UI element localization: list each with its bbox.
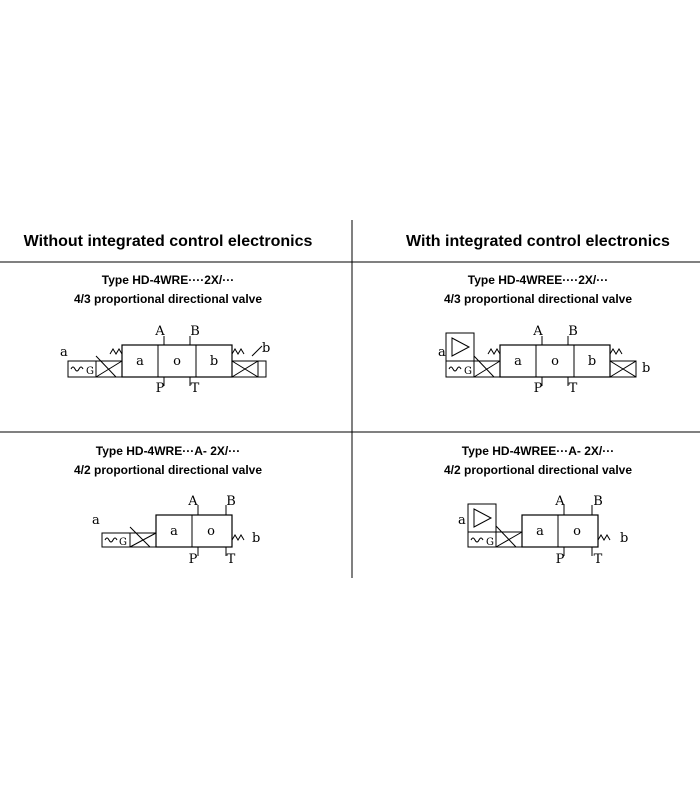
- port-p-label: P: [556, 552, 565, 567]
- solenoid-b-label: b: [642, 361, 650, 376]
- coil-a-label: G: [464, 366, 472, 377]
- coil-a-icon: [104, 537, 118, 543]
- port-p-label: P: [189, 552, 198, 567]
- position-b: b: [210, 354, 218, 369]
- coil-a-icon: [470, 537, 484, 543]
- position-a: a: [536, 524, 544, 539]
- position-0: o: [551, 354, 559, 369]
- cell-1-type: Type HD-4WRE····2X/···: [102, 273, 234, 287]
- actuator-b-box: [609, 360, 637, 378]
- header-right: With integrated control electronics: [406, 233, 670, 250]
- coil-a-label: G: [486, 537, 494, 548]
- solenoid-b-label: b: [252, 531, 260, 546]
- port-p-label: P: [156, 381, 165, 396]
- port-a-label: A: [187, 494, 198, 509]
- proportional-arrow-a-icon: [95, 355, 123, 378]
- port-t-label: T: [227, 552, 236, 567]
- cell-1-desc: 4/3 proportional directional valve: [74, 292, 262, 306]
- port-t-label: T: [594, 552, 603, 567]
- coil-a-icon: [70, 366, 84, 372]
- spring-a-icon: [109, 348, 123, 355]
- proportional-arrow-b-icon: [231, 360, 259, 378]
- spring-b-icon: [231, 348, 245, 355]
- amplifier-triangle-icon: [451, 337, 471, 357]
- symbol-4-2-with-electronics: a G a o A B P T b: [458, 494, 628, 567]
- proportional-arrow-a-icon: [473, 355, 501, 378]
- coil-a-label: G: [86, 366, 94, 377]
- solenoid-a-label: a: [458, 513, 466, 528]
- position-0: o: [207, 524, 215, 539]
- actuator-b-slash: [251, 345, 263, 357]
- solenoid-a-label: a: [438, 345, 446, 360]
- position-0: o: [173, 354, 181, 369]
- position-a: a: [514, 354, 522, 369]
- position-a: a: [170, 524, 178, 539]
- port-a-label: A: [154, 324, 165, 339]
- position-b: b: [588, 354, 596, 369]
- spring-a-icon: [487, 348, 501, 355]
- valve-body: [521, 514, 599, 548]
- spring-b-icon: [609, 348, 623, 355]
- port-t-label: T: [191, 381, 200, 396]
- coil-a-label: G: [119, 537, 127, 548]
- port-b-label: B: [568, 324, 578, 339]
- port-p-label: P: [534, 381, 543, 396]
- port-b-label: B: [593, 494, 603, 509]
- proportional-arrow-a-icon: [129, 526, 157, 548]
- solenoid-a-label: a: [60, 345, 68, 360]
- cell-3-type: Type HD-4WRE···A- 2X/···: [96, 444, 240, 458]
- coil-a-icon: [448, 366, 462, 372]
- symbol-4-3-with-electronics: a G a o b A B P T b: [438, 324, 650, 396]
- valve-body: [155, 514, 233, 548]
- solenoid-b-label: b: [620, 531, 628, 546]
- symbol-4-2-without-electronics: a G a o A B P T b: [92, 494, 260, 567]
- solenoid-a-label: a: [92, 513, 100, 528]
- port-t-label: T: [569, 381, 578, 396]
- spring-b-icon: [597, 534, 611, 541]
- proportional-arrow-a-icon: [495, 525, 523, 548]
- port-a-label: A: [554, 494, 565, 509]
- cell-2-type: Type HD-4WREE····2X/···: [468, 273, 608, 287]
- cell-2-desc: 4/3 proportional directional valve: [444, 292, 632, 306]
- amplifier-triangle-icon: [473, 508, 493, 528]
- cell-4-type: Type HD-4WREE···A- 2X/···: [462, 444, 614, 458]
- position-0: o: [573, 524, 581, 539]
- solenoid-b-box: [257, 360, 267, 378]
- header-left: Without integrated control electronics: [24, 233, 313, 250]
- solenoid-b-label: b: [262, 341, 270, 356]
- cell-4-desc: 4/2 proportional directional valve: [444, 463, 632, 477]
- port-b-label: B: [190, 324, 200, 339]
- position-a: a: [136, 354, 144, 369]
- port-a-label: A: [532, 324, 543, 339]
- proportional-arrow-b-icon: [609, 360, 637, 378]
- spring-b-icon: [231, 534, 245, 541]
- port-b-label: B: [226, 494, 236, 509]
- symbol-4-3-without-electronics: a G a o b A B P T b: [60, 324, 270, 396]
- cell-3-desc: 4/2 proportional directional valve: [74, 463, 262, 477]
